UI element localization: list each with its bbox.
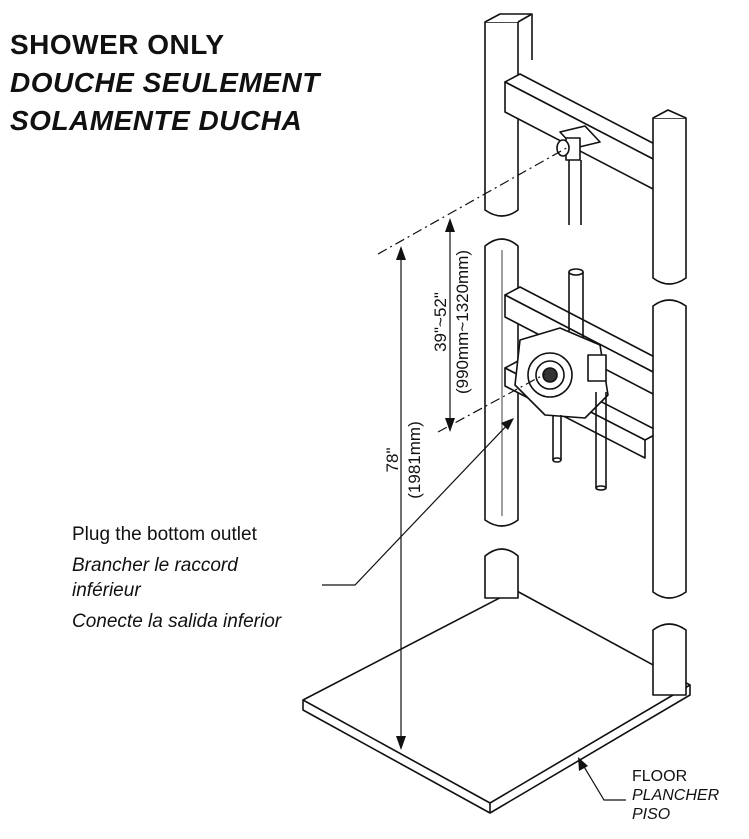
callout-spanish: Conecte la salida inferior bbox=[72, 611, 282, 632]
callout-leader-line bbox=[322, 419, 513, 586]
title-spanish: SOLAMENTE DUCHA bbox=[10, 105, 303, 136]
title-english: SHOWER ONLY bbox=[10, 29, 225, 60]
floor-arrow bbox=[578, 757, 588, 771]
range-arrow-top bbox=[445, 218, 455, 232]
range-inches-label: 39"~52" bbox=[431, 292, 450, 352]
floor-english: FLOOR bbox=[632, 768, 688, 785]
shower-outlet bbox=[556, 125, 601, 225]
shower-head-centerline bbox=[377, 145, 571, 255]
height-arrow-bottom bbox=[396, 736, 406, 750]
height-arrow-top bbox=[396, 246, 406, 260]
range-mm-label: (990mm~1320mm) bbox=[453, 250, 472, 394]
title-block: SHOWER ONLY DOUCHE SEULEMENT SOLAMENTE D… bbox=[10, 26, 320, 140]
title-french: DOUCHE SEULEMENT bbox=[10, 67, 320, 98]
height-mm-label: (1981mm) bbox=[405, 421, 424, 498]
floor-label: FLOOR PLANCHER PISO bbox=[632, 767, 719, 824]
callout-arrow bbox=[501, 418, 514, 430]
callout-french-line2: inférieur bbox=[72, 580, 141, 601]
plug-outlet-callout: Plug the bottom outlet Brancher le racco… bbox=[72, 522, 281, 634]
floor-french: PLANCHER bbox=[632, 787, 720, 804]
floor-spanish: PISO bbox=[632, 806, 671, 823]
valve-centerline bbox=[437, 373, 546, 433]
callout-french-line1: Brancher le raccord bbox=[72, 555, 238, 576]
range-arrow-bottom bbox=[445, 418, 455, 432]
stud-right bbox=[652, 109, 687, 696]
callout-english: Plug the bottom outlet bbox=[72, 524, 257, 545]
height-inches-label: 78" bbox=[383, 448, 402, 473]
floor-leader-line bbox=[579, 759, 626, 801]
floor-slab bbox=[302, 589, 691, 814]
shower-valve bbox=[514, 268, 609, 491]
